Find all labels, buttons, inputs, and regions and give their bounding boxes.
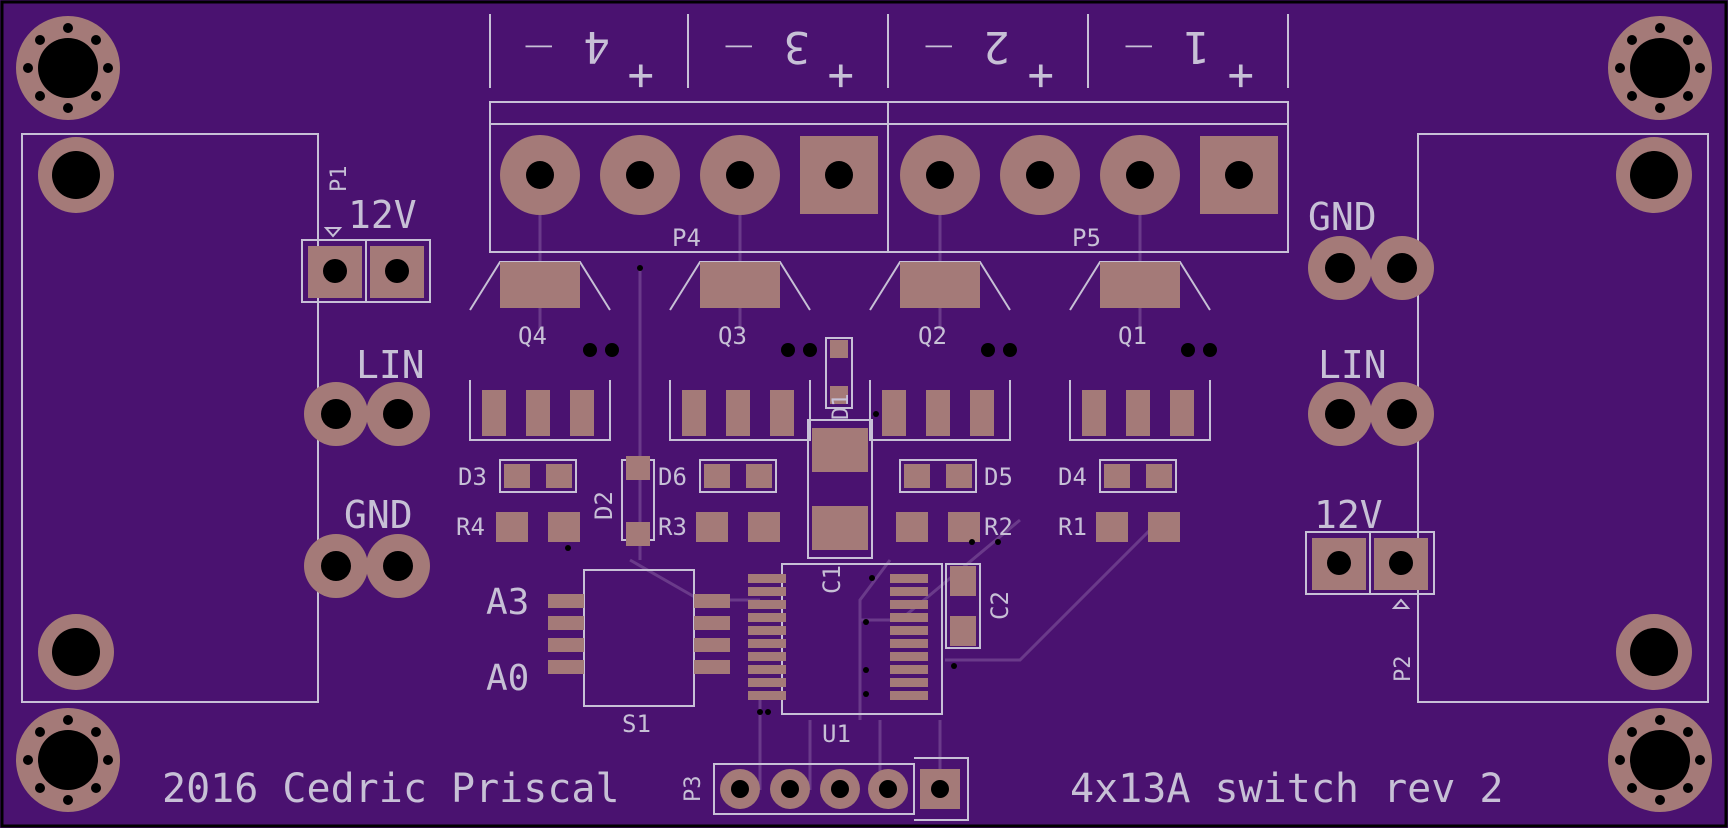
label-q1: Q1: [1118, 322, 1147, 350]
footer-revision: 4x13A switch rev 2: [1070, 766, 1503, 812]
terminal-3-number: 3: [784, 21, 811, 72]
connector-p1: [301, 227, 431, 303]
switch-s1: [548, 569, 730, 707]
terminal-2-minus: _: [925, 45, 952, 96]
terminal-1-plus: +: [1228, 51, 1255, 102]
label-p1: P1: [327, 166, 352, 193]
label-gnd-right: GND: [1308, 195, 1377, 239]
label-d1: D1: [829, 394, 854, 421]
capacitor-c1: [807, 419, 873, 559]
label-r4: R4: [456, 513, 485, 541]
terminal-p5: [900, 135, 1278, 215]
terminal-p4: [500, 135, 878, 215]
mounting-hole-top-right: [1608, 16, 1712, 120]
label-lin-left: LIN: [356, 343, 425, 387]
vias: [565, 265, 1001, 715]
label-r2: R2: [984, 513, 1013, 541]
label-d6: D6: [658, 463, 687, 491]
label-d2: D2: [590, 491, 618, 520]
connector-gnd-right: [1308, 236, 1434, 300]
label-q4: Q4: [518, 322, 547, 350]
label-p2: P2: [1391, 656, 1416, 683]
mosfet-q4: [469, 261, 619, 441]
right-module: [1417, 133, 1709, 703]
diode-d2: [621, 456, 655, 546]
diode-d6: [699, 459, 777, 493]
connector-p2: [1305, 531, 1435, 609]
terminal-4-number: 4: [584, 21, 611, 72]
connector-gnd-left: [304, 534, 430, 598]
diode-d4: [1099, 459, 1177, 493]
connector-lin-left: [304, 382, 430, 446]
silkscreen-labels: 12V LIN GND GND LIN 12V P1 P2 P3 P4 P5 Q…: [162, 21, 1503, 812]
diode-d5: [899, 459, 977, 493]
label-s1: S1: [622, 710, 651, 738]
label-d5: D5: [984, 463, 1013, 491]
terminal-3-minus: _: [725, 45, 752, 96]
label-p4: P4: [672, 224, 701, 252]
diode-d1: [825, 337, 853, 409]
mounting-hole-bottom-left: [16, 708, 120, 812]
terminal-2-number: 2: [984, 21, 1011, 72]
label-c1: C1: [818, 565, 846, 594]
label-r1: R1: [1058, 513, 1087, 541]
mounting-hole-top-left: [16, 16, 120, 120]
ic-u1: [748, 563, 943, 715]
label-a3: A3: [486, 582, 529, 623]
resistor-r2: [896, 512, 980, 542]
terminal-3-plus: +: [828, 51, 855, 102]
mosfet-q3: [669, 261, 817, 441]
label-u1: U1: [822, 720, 851, 748]
label-c2: C2: [986, 591, 1014, 620]
label-12v-left: 12V: [348, 193, 417, 237]
label-d3: D3: [458, 463, 487, 491]
label-d4: D4: [1058, 463, 1087, 491]
label-p5: P5: [1072, 224, 1101, 252]
terminal-4-plus: +: [628, 51, 655, 102]
header-p3: [713, 757, 969, 821]
terminal-1-minus: _: [1125, 45, 1152, 96]
terminal-1-number: 1: [1184, 21, 1211, 72]
resistor-r3: [696, 512, 780, 542]
terminal-2-plus: +: [1028, 51, 1055, 102]
footer-author: 2016 Cedric Priscal: [162, 766, 620, 812]
mounting-hole-bottom-right: [1608, 708, 1712, 812]
label-q2: Q2: [918, 322, 947, 350]
label-gnd-left: GND: [344, 493, 413, 537]
terminal-4-minus: _: [525, 45, 552, 96]
capacitor-c2: [945, 563, 981, 649]
mosfet-q1: [1069, 261, 1217, 441]
resistor-r4: [496, 512, 580, 542]
label-12v-right: 12V: [1314, 493, 1383, 537]
label-q3: Q3: [718, 322, 747, 350]
resistor-r1: [1096, 512, 1180, 542]
label-a0: A0: [486, 658, 529, 699]
label-p3: P3: [681, 776, 706, 803]
label-r3: R3: [658, 513, 687, 541]
connector-lin-right: [1308, 382, 1434, 446]
label-lin-right: LIN: [1318, 343, 1387, 387]
diode-d3: [499, 459, 577, 493]
mosfet-q2: [869, 261, 1017, 441]
terminal-marks: 4 _ + 3 _ + 2 _ + 1 _ +: [525, 21, 1254, 102]
terminal-block-outline: [489, 14, 1289, 253]
